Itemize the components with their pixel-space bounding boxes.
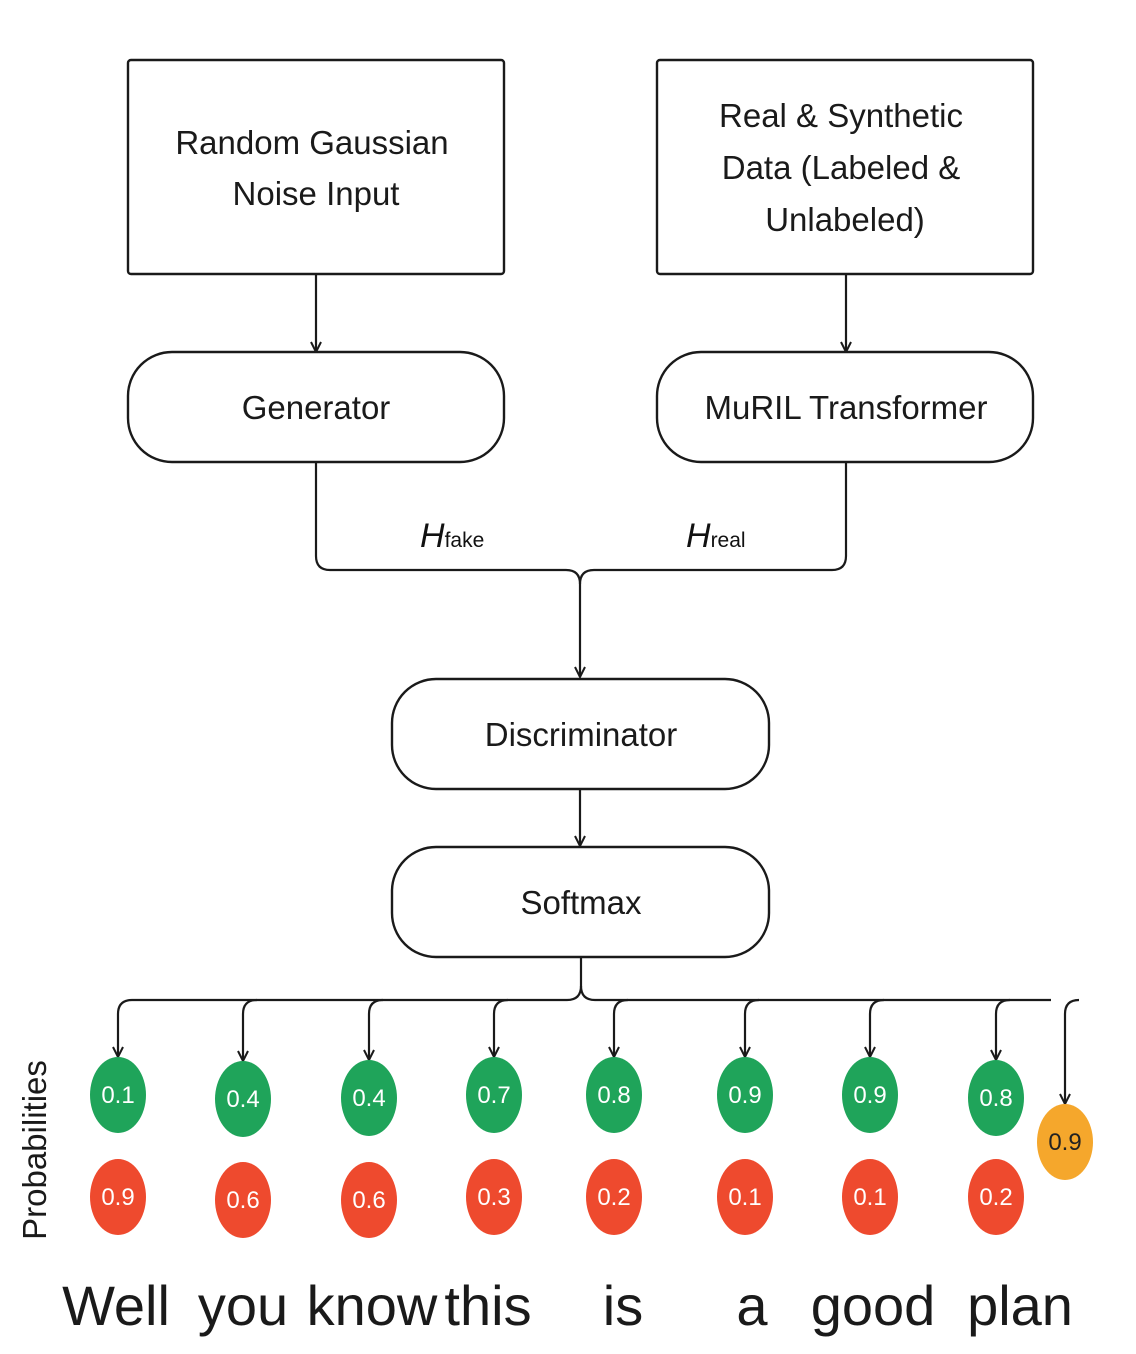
prob-bottom-6: 0.1 bbox=[717, 1159, 773, 1235]
prob-extra-circle bbox=[1037, 1104, 1093, 1180]
branch-arrow-3 bbox=[369, 998, 384, 1060]
prob-top-value: 0.1 bbox=[101, 1082, 134, 1109]
prob-bottom-3: 0.6 bbox=[341, 1162, 397, 1238]
branch-curve-right bbox=[579, 985, 596, 1002]
noise-input-label-line1: Random Gaussian bbox=[175, 124, 448, 161]
probabilities-axis-label: Probabilities bbox=[16, 1060, 53, 1240]
prob-top-circle bbox=[586, 1057, 642, 1133]
prob-bottom-value: 0.2 bbox=[597, 1184, 630, 1211]
prob-bottom-circle bbox=[215, 1162, 271, 1238]
prob-bottom-value: 0.9 bbox=[101, 1184, 134, 1211]
prob-top-value: 0.7 bbox=[477, 1082, 510, 1109]
softmax-box: Softmax bbox=[390, 845, 771, 959]
branch-arrow-6 bbox=[745, 998, 760, 1057]
prob-bottom-circle bbox=[466, 1159, 522, 1235]
prob-bottom-value: 0.1 bbox=[728, 1184, 761, 1211]
prob-top-6: 0.9 bbox=[717, 1057, 773, 1133]
prob-bottom-7: 0.1 bbox=[842, 1159, 898, 1235]
prob-top-value: 0.9 bbox=[853, 1082, 886, 1109]
data-input-label-line1: Real & Synthetic bbox=[719, 97, 963, 134]
prob-bottom-1: 0.9 bbox=[90, 1159, 146, 1235]
muril-transformer-box: MuRIL Transformer bbox=[655, 350, 1035, 464]
prob-top-circle bbox=[968, 1060, 1024, 1136]
branch-arrow-1 bbox=[118, 998, 133, 1057]
prob-top-circle bbox=[215, 1061, 271, 1137]
prob-bottom-5: 0.2 bbox=[586, 1159, 642, 1235]
prob-bottom-value: 0.3 bbox=[477, 1184, 510, 1211]
token-word-1: Well bbox=[62, 1274, 170, 1337]
prob-bottom-value: 0.2 bbox=[979, 1184, 1012, 1211]
prob-bottom-circle bbox=[586, 1159, 642, 1235]
branch-arrow-4 bbox=[494, 998, 509, 1057]
data-input-label-line2: Data (Labeled & bbox=[722, 149, 961, 186]
prob-top-4: 0.7 bbox=[466, 1057, 522, 1133]
prob-bottom-circle bbox=[968, 1159, 1024, 1235]
softmax-output-branches bbox=[118, 958, 1080, 1104]
discriminator-label: Discriminator bbox=[485, 716, 678, 753]
prob-extra: 0.9 bbox=[1037, 1104, 1093, 1180]
token-word-6: a bbox=[736, 1274, 768, 1337]
prob-top-circle bbox=[466, 1057, 522, 1133]
token-word-8: plan bbox=[967, 1274, 1073, 1337]
noise-input-box: Random Gaussian Noise Input bbox=[126, 58, 506, 276]
edge-label-fake: Hfake bbox=[420, 517, 484, 555]
token-word-4: this bbox=[444, 1274, 531, 1337]
token-word-5: is bbox=[603, 1274, 643, 1337]
prob-top-value: 0.8 bbox=[979, 1085, 1012, 1112]
prob-top-2: 0.4 bbox=[215, 1061, 271, 1137]
prob-top-circle bbox=[717, 1057, 773, 1133]
prob-bottom-circle bbox=[842, 1159, 898, 1235]
prob-top-8: 0.8 bbox=[968, 1060, 1024, 1136]
branch-arrow-2 bbox=[243, 998, 258, 1061]
prob-bottom-value: 0.1 bbox=[853, 1184, 886, 1211]
probability-circles: 0.1 0.9 0.4 0.6 0.4 0.6 0.7 0.3 0.8 0.2 0.9 0.1 0.9 0… bbox=[90, 1057, 1093, 1238]
branch-arrow-8 bbox=[996, 998, 1011, 1060]
branch-arrow-9 bbox=[1065, 998, 1080, 1104]
prob-bottom-circle bbox=[717, 1159, 773, 1235]
prob-top-circle bbox=[842, 1057, 898, 1133]
noise-input-label-line2: Noise Input bbox=[233, 175, 400, 212]
prob-bottom-2: 0.6 bbox=[215, 1162, 271, 1238]
prob-bottom-8: 0.2 bbox=[968, 1159, 1024, 1235]
prob-bottom-value: 0.6 bbox=[352, 1187, 385, 1214]
discriminator-box: Discriminator bbox=[390, 677, 771, 791]
branch-curve-left bbox=[566, 985, 583, 1002]
prob-top-value: 0.9 bbox=[728, 1082, 761, 1109]
prob-top-3: 0.4 bbox=[341, 1060, 397, 1136]
prob-extra-value: 0.9 bbox=[1048, 1129, 1081, 1156]
prob-top-1: 0.1 bbox=[90, 1057, 146, 1133]
token-word-2: you bbox=[198, 1274, 288, 1337]
prob-bottom-circle bbox=[90, 1159, 146, 1235]
prob-bottom-circle bbox=[341, 1162, 397, 1238]
generator-label: Generator bbox=[242, 389, 391, 426]
prob-top-value: 0.4 bbox=[226, 1086, 259, 1113]
prob-bottom-4: 0.3 bbox=[466, 1159, 522, 1235]
data-input-box: Real & Synthetic Data (Labeled & Unlabel… bbox=[655, 58, 1035, 276]
prob-top-5: 0.8 bbox=[586, 1057, 642, 1133]
generator-box: Generator bbox=[126, 350, 506, 464]
prob-top-7: 0.9 bbox=[842, 1057, 898, 1133]
branch-arrow-7 bbox=[870, 998, 885, 1057]
branch-arrow-5 bbox=[614, 998, 629, 1057]
connector-muril-to-merge bbox=[578, 463, 848, 585]
prob-top-value: 0.4 bbox=[352, 1085, 385, 1112]
data-input-label-line3: Unlabeled) bbox=[765, 201, 925, 238]
edge-label-real: Hreal bbox=[686, 517, 746, 555]
token-word-7: good bbox=[811, 1274, 936, 1337]
prob-bottom-value: 0.6 bbox=[226, 1187, 259, 1214]
prob-top-circle bbox=[341, 1060, 397, 1136]
connector-generator-to-merge bbox=[314, 463, 582, 585]
muril-transformer-label: MuRIL Transformer bbox=[704, 389, 987, 426]
softmax-label: Softmax bbox=[520, 884, 642, 921]
prob-top-circle bbox=[90, 1057, 146, 1133]
token-word-3: know bbox=[307, 1274, 438, 1337]
prob-top-value: 0.8 bbox=[597, 1082, 630, 1109]
